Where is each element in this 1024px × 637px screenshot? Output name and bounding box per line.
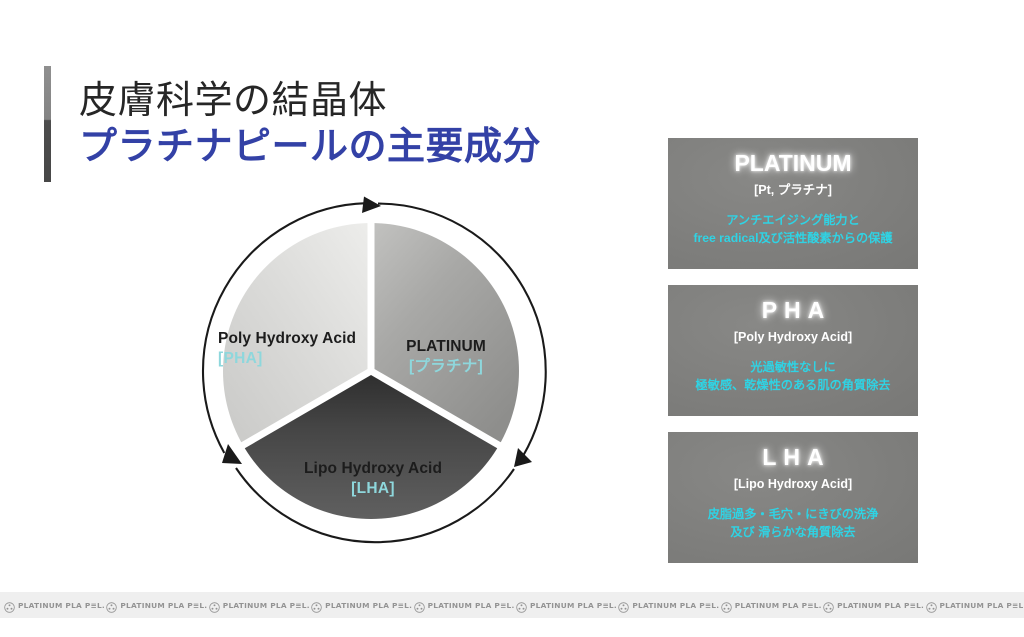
footer-watermark-item: PLATINUM PLA P≡L. xyxy=(307,600,413,613)
panel-subtitle-pha: [Poly Hydroxy Acid] xyxy=(733,330,853,345)
panel-description-platinum-line2: free radical及び活性酸素からの保護 xyxy=(693,230,893,245)
panel-description-pha-line1: 光過敏性なしに xyxy=(750,360,836,375)
footer-watermark-label: PLATINUM PLA P≡L. xyxy=(18,600,105,610)
footer-watermark-label: PLATINUM PLA P≡L. xyxy=(939,600,1024,610)
footer-watermark-strip: PLATINUM PLA P≡L. PLATINUM PLA P≡L. PLATIN… xyxy=(0,592,1024,618)
footer-watermark-item: PLATINUM PLA P≡L. xyxy=(102,600,208,613)
platinum-pla-peel-logo-icon xyxy=(413,600,425,613)
pie-slice-lha xyxy=(242,371,500,519)
panel-description-pha-line2: 極敏感、乾燥性のある肌の角質除去 xyxy=(695,377,891,392)
footer-watermark-item: PLATINUM PLA P≡L. xyxy=(819,600,925,613)
cycle-arrows xyxy=(201,202,547,544)
platinum-pla-peel-logo-icon xyxy=(721,600,732,613)
pie-slice-dividers xyxy=(238,220,504,451)
footer-watermark-item: PLATINUM PLA P≡L. xyxy=(614,600,720,613)
ingredient-panel-list: PLATINUM [Pt, プラチナ] アンチエイジング能力と free rad… xyxy=(668,138,918,579)
panel-description-platinum-line1: アンチエイジング能力と xyxy=(726,213,860,228)
panel-description-platinum: アンチエイジング能力と free radical及び活性酸素からの保護 xyxy=(693,212,892,247)
panel-description-lha-line1: 皮脂過多・毛穴・にきびの洗浄 xyxy=(707,507,879,522)
title-text-wrap: 皮膚科学の結晶体 プラチナピールの主要成分 xyxy=(79,66,541,182)
ingredient-panel-lha: LHA [Lipo Hydroxy Acid] 皮脂過多・毛穴・にきびの洗浄 及… xyxy=(668,432,918,563)
ingredient-pie-diagram: Poly Hydroxy Acid [PHA] PLATINUM [プラチナ] … xyxy=(196,196,547,546)
footer-watermark-label: PLATINUM PLA P≡L. xyxy=(837,600,925,610)
panel-title-platinum: PLATINUM xyxy=(734,150,852,176)
ingredient-panel-pha: PHA [Poly Hydroxy Acid] 光過敏性なしに 極敏感、乾燥性の… xyxy=(668,285,918,416)
ingredient-panel-platinum: PLATINUM [Pt, プラチナ] アンチエイジング能力と free rad… xyxy=(668,138,918,269)
footer-watermark-item: PLATINUM PLA P≡L. xyxy=(922,600,1024,613)
panel-description-lha-line2: 及び 滑らかな角質除去 xyxy=(730,524,856,539)
panel-title-pha: PHA xyxy=(761,297,832,323)
panel-title-lha: LHA xyxy=(762,444,831,470)
footer-watermark-label: PLATINUM PLA P≡L. xyxy=(222,600,310,610)
platinum-pla-peel-logo-icon xyxy=(618,600,630,613)
footer-watermark-item: PLATINUM PLA P≡L. xyxy=(717,600,822,613)
footer-watermark-label: PLATINUM PLA P≡L. xyxy=(734,600,822,610)
footer-watermark-item: PLATINUM PLA P≡L. xyxy=(205,600,310,613)
platinum-pla-peel-logo-icon xyxy=(106,600,118,613)
footer-watermark-item: PLATINUM PLA P≡L. xyxy=(410,600,515,613)
footer-watermark-label: PLATINUM PLA P≡L. xyxy=(427,600,515,610)
pie-chart-svg xyxy=(201,196,547,544)
footer-watermark-label: PLATINUM PLA P≡L. xyxy=(632,600,720,610)
title-line-secondary: プラチナピールの主要成分 xyxy=(79,126,542,168)
platinum-pla-peel-logo-icon xyxy=(209,600,220,613)
cycle-arrowheads xyxy=(222,196,532,467)
footer-watermark-label: PLATINUM PLA P≡L. xyxy=(120,600,208,610)
footer-watermark-item: PLATINUM PLA P≡L. xyxy=(512,600,617,613)
footer-watermark-label: PLATINUM PLA P≡L. xyxy=(325,600,413,610)
platinum-pla-peel-logo-icon xyxy=(516,600,527,613)
panel-subtitle-platinum: [Pt, プラチナ] xyxy=(754,183,832,198)
platinum-pla-peel-logo-icon xyxy=(925,600,937,613)
title-accent-bar xyxy=(44,66,51,182)
footer-watermark-label: PLATINUM PLA P≡L. xyxy=(529,600,617,610)
page-title: 皮膚科学の結晶体 プラチナピールの主要成分 xyxy=(44,66,541,182)
footer-watermark-item: PLATINUM PLA P≡L. xyxy=(0,600,105,613)
platinum-pla-peel-logo-icon xyxy=(4,600,15,613)
panel-subtitle-lha: [Lipo Hydroxy Acid] xyxy=(733,477,853,492)
panel-description-pha: 光過敏性なしに 極敏感、乾燥性のある肌の角質除去 xyxy=(696,359,891,394)
platinum-pla-peel-logo-icon xyxy=(823,600,834,613)
title-line-primary: 皮膚科学の結晶体 xyxy=(79,79,388,122)
platinum-pla-peel-logo-icon xyxy=(311,600,322,613)
panel-description-lha: 皮脂過多・毛穴・にきびの洗浄 及び 滑らかな角質除去 xyxy=(708,506,879,541)
